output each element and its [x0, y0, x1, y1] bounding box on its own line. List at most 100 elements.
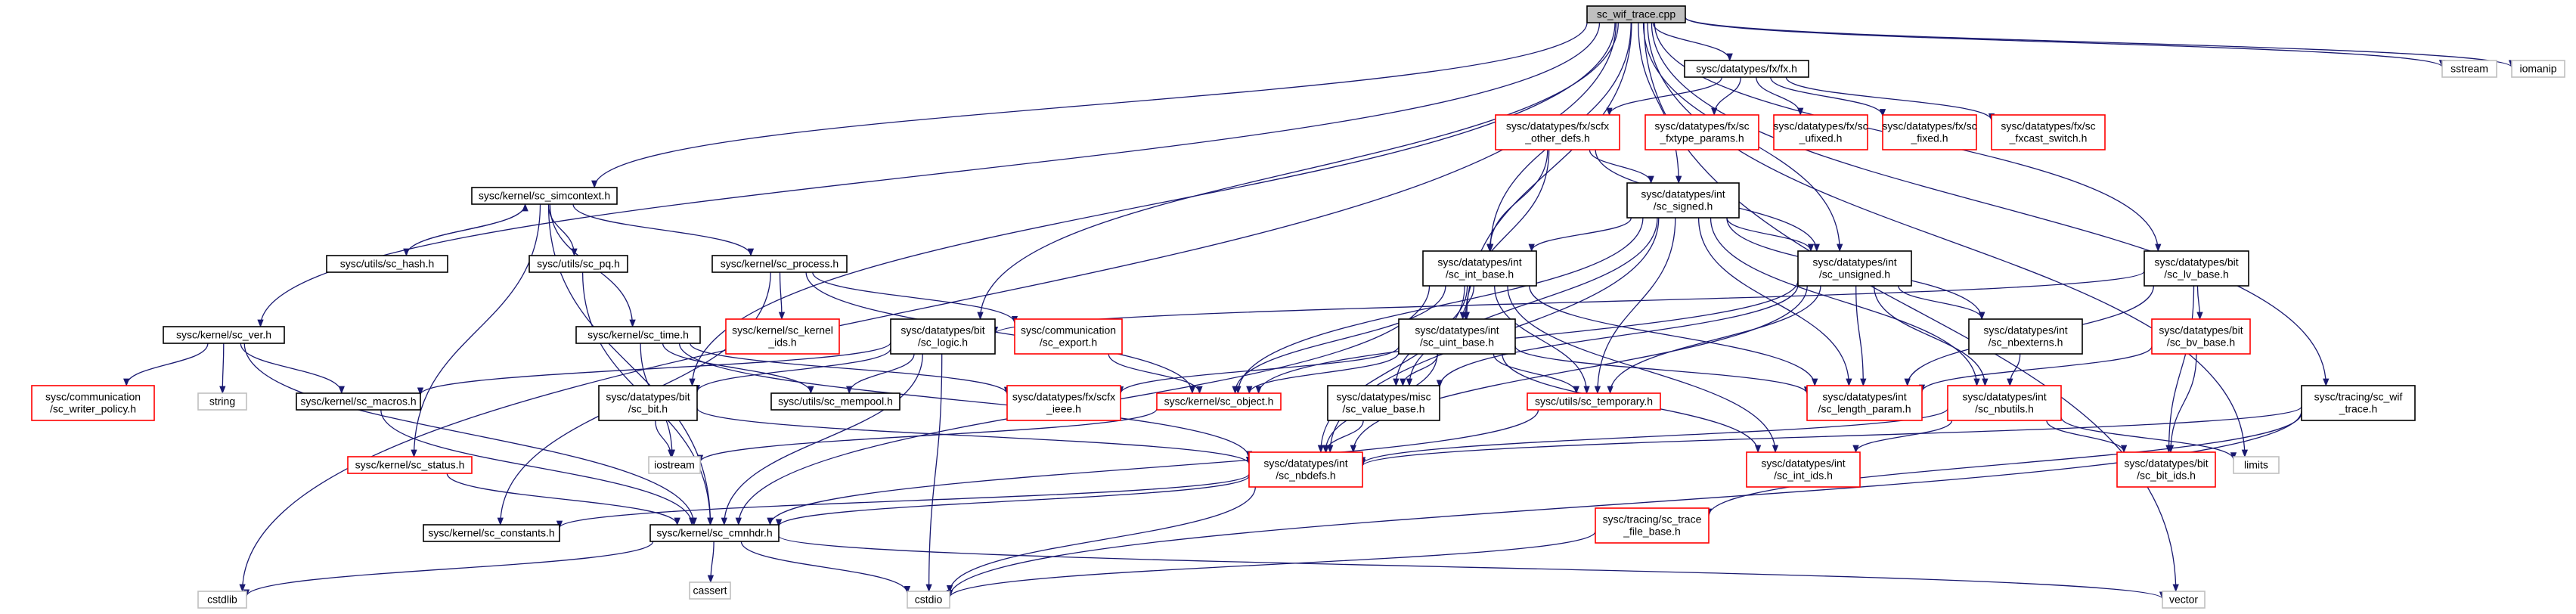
- node-comm_export[interactable]: sysc/communication/sc_export.h: [1014, 318, 1123, 355]
- node-simcontext[interactable]: sysc/kernel/sc_simcontext.h: [471, 187, 618, 205]
- node-fxtype_params[interactable]: sysc/datatypes/fx/sc_fxtype_params.h: [1644, 114, 1759, 150]
- node-trace_file_base[interactable]: sysc/tracing/sc_trace_file_base.h: [1595, 507, 1710, 544]
- node-scfx_ieee[interactable]: sysc/datatypes/fx/scfx_ieee.h: [1006, 385, 1121, 421]
- node-signed[interactable]: sysc/datatypes/int/sc_signed.h: [1626, 182, 1740, 219]
- node-label-lv_base-0: sysc/datatypes/bit: [2154, 256, 2238, 268]
- edge-int_base-to-length_param: [1529, 285, 1818, 387]
- edge-sc_ver-to-string: [219, 343, 226, 395]
- node-kernel_ids[interactable]: sysc/kernel/sc_kernel_ids.h: [725, 318, 840, 355]
- node-box-ufixed: [1773, 114, 1868, 150]
- node-sc_time[interactable]: sysc/kernel/sc_time.h: [575, 326, 701, 344]
- edge-lv_base-to-bv_base: [2196, 285, 2203, 321]
- node-sstream: sstream: [2441, 60, 2497, 78]
- node-iomanip: iomanip: [2511, 60, 2565, 78]
- node-sc_constants[interactable]: sysc/kernel/sc_constants.h: [423, 524, 560, 542]
- node-writer_policy[interactable]: sysc/communication/sc_writer_policy.h: [31, 385, 155, 421]
- edge-int_base-to-uint_base: [1459, 285, 1474, 321]
- node-length_param[interactable]: sysc/datatypes/int/sc_length_param.h: [1806, 385, 1923, 421]
- node-box-cmnhdr: [649, 524, 780, 542]
- node-iostream: iostream: [648, 456, 701, 474]
- node-sc_process[interactable]: sysc/kernel/sc_process.h: [711, 255, 848, 273]
- node-sc_ver[interactable]: sysc/kernel/sc_ver.h: [163, 326, 285, 344]
- node-label-ufixed-1: _ufixed.h: [1799, 132, 1843, 144]
- node-box-sc_pq: [529, 255, 628, 273]
- node-label-int_base-0: sysc/datatypes/int: [1437, 256, 1521, 268]
- node-label-mempool-0: sysc/utils/sc_mempool.h: [778, 395, 893, 408]
- node-fixed[interactable]: sysc/datatypes/fx/sc_fixed.h: [1882, 114, 1977, 150]
- node-nbdefs[interactable]: sysc/datatypes/int/sc_nbdefs.h: [1248, 451, 1363, 488]
- node-wif_trace[interactable]: sysc/tracing/sc_wif_trace.h: [2301, 385, 2416, 421]
- edge-uint_base-to-length_param: [1514, 346, 1811, 395]
- node-sc_hash[interactable]: sysc/utils/sc_hash.h: [326, 255, 448, 273]
- node-int_base[interactable]: sysc/datatypes/int/sc_int_base.h: [1422, 250, 1537, 287]
- node-box-nbexterns: [1968, 318, 2083, 355]
- edge-signed-to-unsigned: [1726, 217, 1815, 253]
- edge-signed-to-int_base: [1528, 217, 1632, 253]
- node-label-value_base-0: sysc/datatypes/misc: [1336, 391, 1431, 403]
- edge-nbdefs-to-sc_constants: [556, 473, 1250, 529]
- edge-cmnhdr-to-vector: [778, 535, 2165, 600]
- node-sc_logic[interactable]: sysc/datatypes/bit/sc_logic.h: [890, 318, 996, 355]
- node-label-uint_base-1: /sc_uint_base.h: [1420, 336, 1494, 349]
- edge-temporary-to-cmnhdr: [767, 409, 1539, 526]
- node-nbutils[interactable]: sysc/datatypes/int/sc_nbutils.h: [1947, 385, 2062, 421]
- node-uint_base[interactable]: sysc/datatypes/int/sc_uint_base.h: [1398, 318, 1516, 355]
- node-label-fixed-0: sysc/datatypes/fx/sc: [1882, 120, 1976, 132]
- node-label-fixed-1: _fixed.h: [1910, 132, 1948, 144]
- node-fx[interactable]: sysc/datatypes/fx/fx.h: [1684, 60, 1809, 78]
- node-bv_base[interactable]: sysc/datatypes/bit/sc_bv_base.h: [2151, 318, 2251, 355]
- node-label-comm_export-1: /sc_export.h: [1040, 336, 1097, 349]
- node-box-fixed: [1882, 114, 1977, 150]
- node-box-fx: [1684, 60, 1809, 78]
- node-box-sc_status: [347, 456, 473, 474]
- edge-sc_status-to-cmnhdr: [446, 473, 680, 526]
- node-bit_ids[interactable]: sysc/datatypes/bit/sc_bit_ids.h: [2116, 451, 2216, 488]
- node-label-trace_file_base-1: _file_base.h: [1623, 526, 1681, 538]
- node-label-nbdefs-1: /sc_nbdefs.h: [1276, 470, 1335, 482]
- node-sc_pq[interactable]: sysc/utils/sc_pq.h: [529, 255, 628, 273]
- node-unsigned[interactable]: sysc/datatypes/int/sc_unsigned.h: [1797, 250, 1912, 287]
- node-label-kernel_ids-1: _ids.h: [767, 336, 796, 349]
- node-sc_status[interactable]: sysc/kernel/sc_status.h: [347, 456, 473, 474]
- node-sc_macros[interactable]: sysc/kernel/sc_macros.h: [296, 392, 421, 411]
- node-label-fx-0: sysc/datatypes/fx/fx.h: [1696, 63, 1797, 75]
- edge-sc_logic-to-sc_bit: [693, 348, 891, 393]
- node-label-value_base-1: /sc_value_base.h: [1343, 403, 1425, 415]
- edge-root-to-fx: [1652, 22, 1733, 62]
- edge-unsigned-to-nbexterns: [1898, 285, 1985, 321]
- node-sc_object[interactable]: sysc/kernel/sc_object.h: [1156, 392, 1282, 411]
- node-other_defs[interactable]: sysc/datatypes/fx/scfx_other_defs.h: [1495, 114, 1620, 150]
- edge-root-to-simcontext: [591, 22, 1588, 189]
- node-label-sc_hash-0: sysc/utils/sc_hash.h: [340, 258, 435, 270]
- edge-nbdefs-to-cmnhdr: [776, 475, 1250, 527]
- edge-sc_bit-to-nbdefs: [696, 408, 1252, 465]
- node-cstdio: cstdio: [907, 591, 950, 609]
- node-sc_bit[interactable]: sysc/datatypes/bit/sc_bit.h: [598, 385, 698, 421]
- node-box-fxcast: [1991, 114, 2106, 150]
- node-box-sstream: [2441, 60, 2497, 78]
- node-box-sc_bit: [598, 385, 698, 421]
- edge-signed-to-value_base: [1406, 217, 1658, 387]
- node-ufixed[interactable]: sysc/datatypes/fx/sc_ufixed.h: [1773, 114, 1868, 150]
- edge-fx-to-other_defs: [1606, 76, 1722, 116]
- edge-root-to-iomanip: [1685, 17, 2515, 68]
- node-label-unsigned-1: /sc_unsigned.h: [1819, 268, 1890, 281]
- edge-cmnhdr-to-cassert: [707, 541, 715, 584]
- edge-simcontext-to-sc_status: [411, 203, 541, 458]
- node-box-cstdio: [907, 591, 950, 609]
- node-label-lv_base-1: /sc_lv_base.h: [2164, 268, 2229, 281]
- node-int_ids[interactable]: sysc/datatypes/int/sc_int_ids.h: [1746, 451, 1861, 488]
- node-label-vector-0: vector: [2169, 594, 2198, 606]
- node-box-writer_policy: [31, 385, 155, 421]
- node-value_base[interactable]: sysc/datatypes/misc/sc_value_base.h: [1327, 385, 1440, 421]
- node-label-sstream-0: sstream: [2450, 63, 2488, 75]
- node-label-bv_base-1: /sc_bv_base.h: [2167, 336, 2235, 349]
- node-lv_base[interactable]: sysc/datatypes/bit/sc_lv_base.h: [2144, 250, 2249, 287]
- node-temporary[interactable]: sysc/utils/sc_temporary.h: [1527, 392, 1661, 411]
- node-nbexterns[interactable]: sysc/datatypes/int/sc_nbexterns.h: [1968, 318, 2083, 355]
- node-mempool[interactable]: sysc/utils/sc_mempool.h: [770, 392, 901, 411]
- node-cmnhdr[interactable]: sysc/kernel/sc_cmnhdr.h: [649, 524, 780, 542]
- node-fxcast[interactable]: sysc/datatypes/fx/sc_fxcast_switch.h: [1991, 114, 2106, 150]
- node-label-nbdefs-0: sysc/datatypes/int: [1263, 457, 1347, 470]
